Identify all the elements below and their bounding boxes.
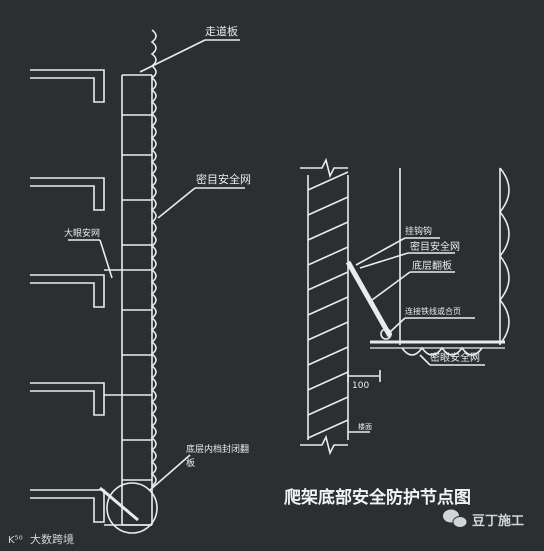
label-bottom-seal: 底层内档封闭翻 [186,443,249,455]
leader-walkway [139,39,206,73]
wechat-icon [443,509,468,528]
label-dim-100: 100 [352,381,369,391]
label-large-mesh-detail: 密眼安全网 [430,351,480,364]
floor-slab-3 [30,274,105,308]
floor-slab-4 [30,382,105,416]
watermark-left-text: 大数跨境 [30,532,74,546]
leader-hook [355,237,406,266]
label-hook: 挂钩钩 [405,225,432,237]
wavy-mesh-detail [498,167,510,345]
label-floor: 楼面 [358,422,372,431]
label-bottom-seal-2: 板 [186,457,195,469]
leader-dense-mesh [157,187,196,219]
label-dense-mesh-detail: 密目安全网 [410,240,460,253]
hinge [380,328,392,340]
label-walkway-board: 走道板 [205,24,238,38]
label-flip-board: 底层翻板 [412,259,452,272]
diagram-title: 爬架底部安全防护节点图 [284,487,471,508]
label-large-mesh: 大眼安网 [64,227,100,239]
floor-slab-1 [30,69,105,103]
leader-bottom-seal [149,454,191,491]
floor-slabs-left [30,69,105,523]
bottom-detail-circle [106,482,158,534]
mesh-under-platform [401,346,483,356]
frame-column [104,74,153,526]
floor-slab-5 [30,489,105,523]
label-dense-mesh: 密目安全网 [196,172,251,186]
concrete-wall [300,157,349,456]
label-connect-wire: 连接铁线或合页 [405,306,461,316]
flip-board-left [99,486,139,522]
floor-slab-2 [30,177,105,211]
wavy-safety-mesh [150,29,157,487]
watermark-right-text: 豆丁施工 [472,513,524,529]
flip-board-detail [345,260,393,338]
watermark-logo: K⁵⁰ [8,535,23,546]
